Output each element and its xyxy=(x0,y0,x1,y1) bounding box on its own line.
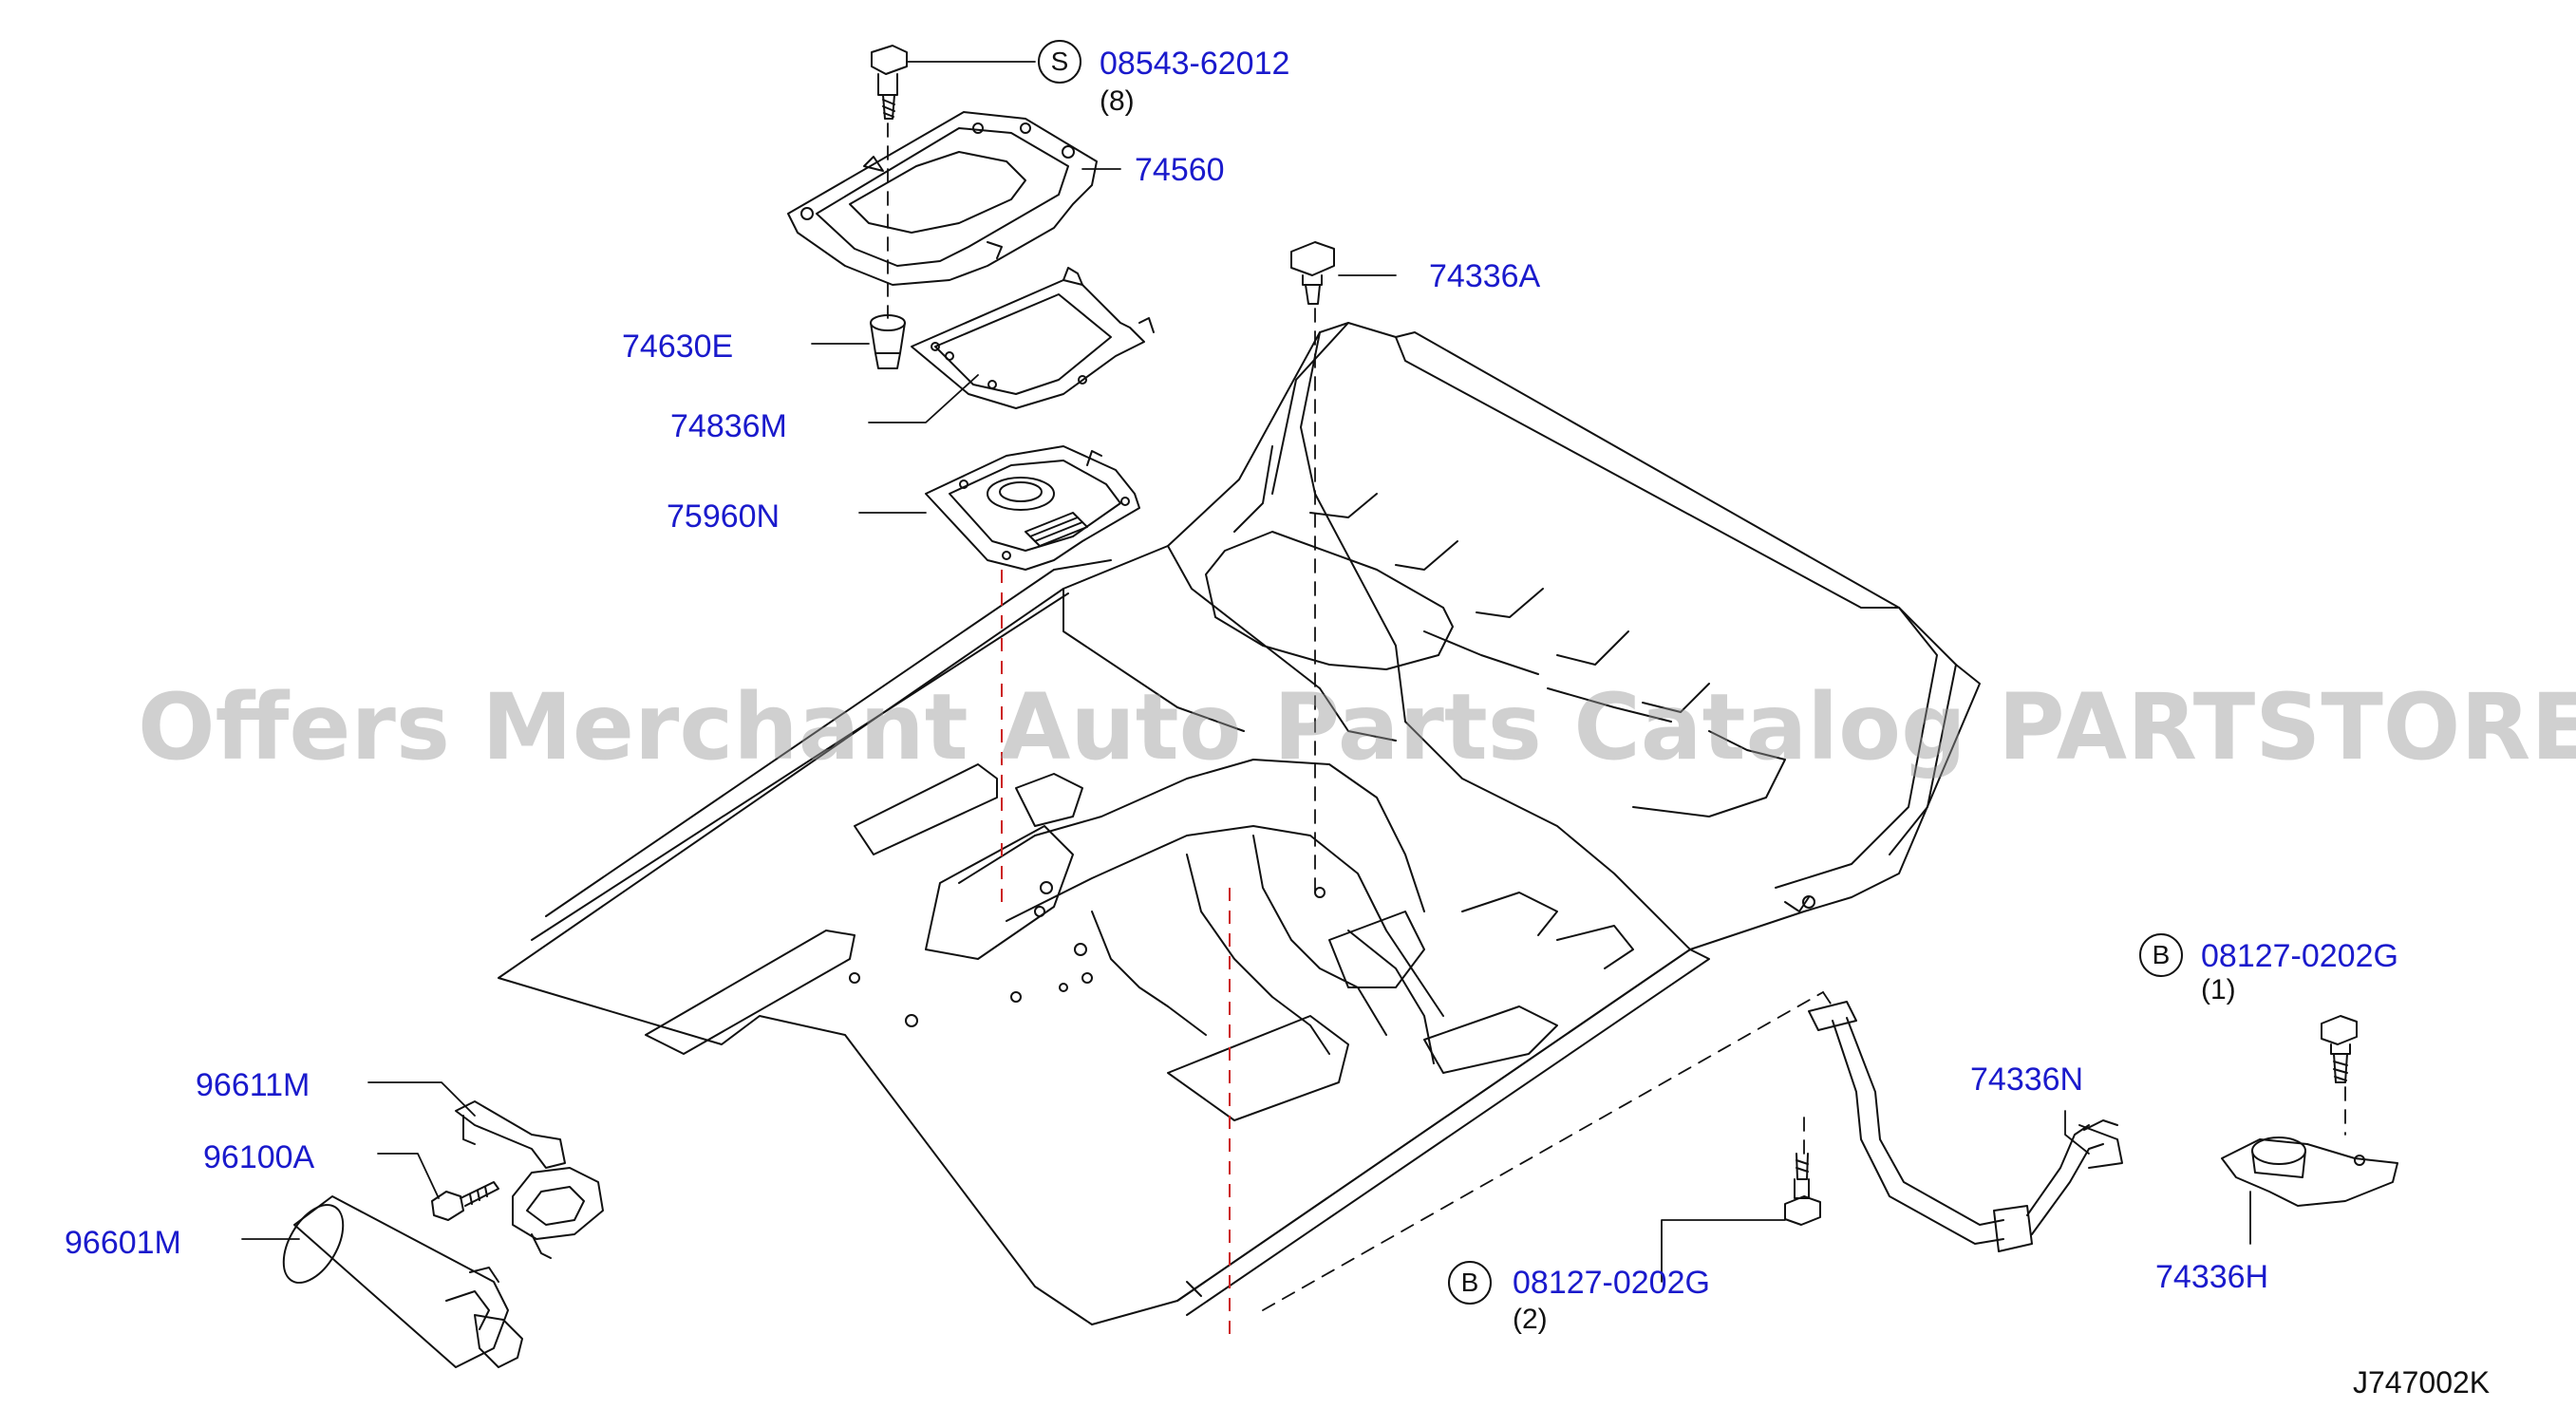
part-label-75960n[interactable]: 75960N xyxy=(667,498,780,535)
part-label-74560[interactable]: 74560 xyxy=(1135,152,1225,188)
part-label-74336a[interactable]: 74336A xyxy=(1429,258,1541,294)
bar-74336n xyxy=(1808,1001,2123,1252)
clip-74630e xyxy=(870,314,906,369)
part-label-74336n[interactable]: 74336N xyxy=(1970,1061,2084,1098)
part-label-96611m[interactable]: 96611M xyxy=(196,1067,310,1103)
bolt-08127-1 xyxy=(2321,1015,2358,1083)
bolt-08127-2 xyxy=(1784,1153,1821,1226)
part-label-96100a[interactable]: 96100A xyxy=(203,1139,315,1175)
plate-75960n xyxy=(925,445,1140,571)
part-qty-08127-2: (2) xyxy=(1513,1304,1548,1335)
bolt-08543 xyxy=(871,45,908,120)
dashed-lines xyxy=(887,122,2346,1311)
part-label-74336h[interactable]: 74336H xyxy=(2155,1259,2269,1295)
bolt-74336a xyxy=(1290,241,1335,305)
seal-74836m xyxy=(911,267,1155,409)
part-label-08543-62012[interactable]: 08543-62012 xyxy=(1100,46,1290,82)
part-label-74630e[interactable]: 74630E xyxy=(622,329,734,365)
part-label-96601m[interactable]: 96601M xyxy=(65,1225,181,1261)
part-label-08127-0202g-1[interactable]: 08127-0202G xyxy=(2201,938,2398,974)
floor-panel xyxy=(498,322,1981,1325)
watermark: Offers Merchant Auto Parts Catalog PARTS… xyxy=(138,674,2576,780)
part-qty-08543: (8) xyxy=(1100,85,1135,117)
part-label-74836m[interactable]: 74836M xyxy=(670,408,787,444)
symbol-circle-b-1: B xyxy=(2139,933,2183,977)
bracket-96611m xyxy=(455,1100,604,1259)
symbol-circle-s: S xyxy=(1038,40,1081,84)
leader-lines xyxy=(241,61,2251,1283)
cover-74560 xyxy=(787,111,1098,286)
bracket-74336h xyxy=(2221,1137,2398,1207)
part-label-08127-0202g-2[interactable]: 08127-0202G xyxy=(1513,1265,1710,1301)
part-qty-08127-1: (1) xyxy=(2201,974,2236,1005)
diagram-code: J747002K xyxy=(2353,1365,2491,1400)
screw-96100a xyxy=(431,1181,499,1221)
canister-96601m xyxy=(282,1195,523,1368)
red-dashed-lines xyxy=(1001,570,1231,1334)
symbol-circle-b-2: B xyxy=(1448,1261,1492,1305)
